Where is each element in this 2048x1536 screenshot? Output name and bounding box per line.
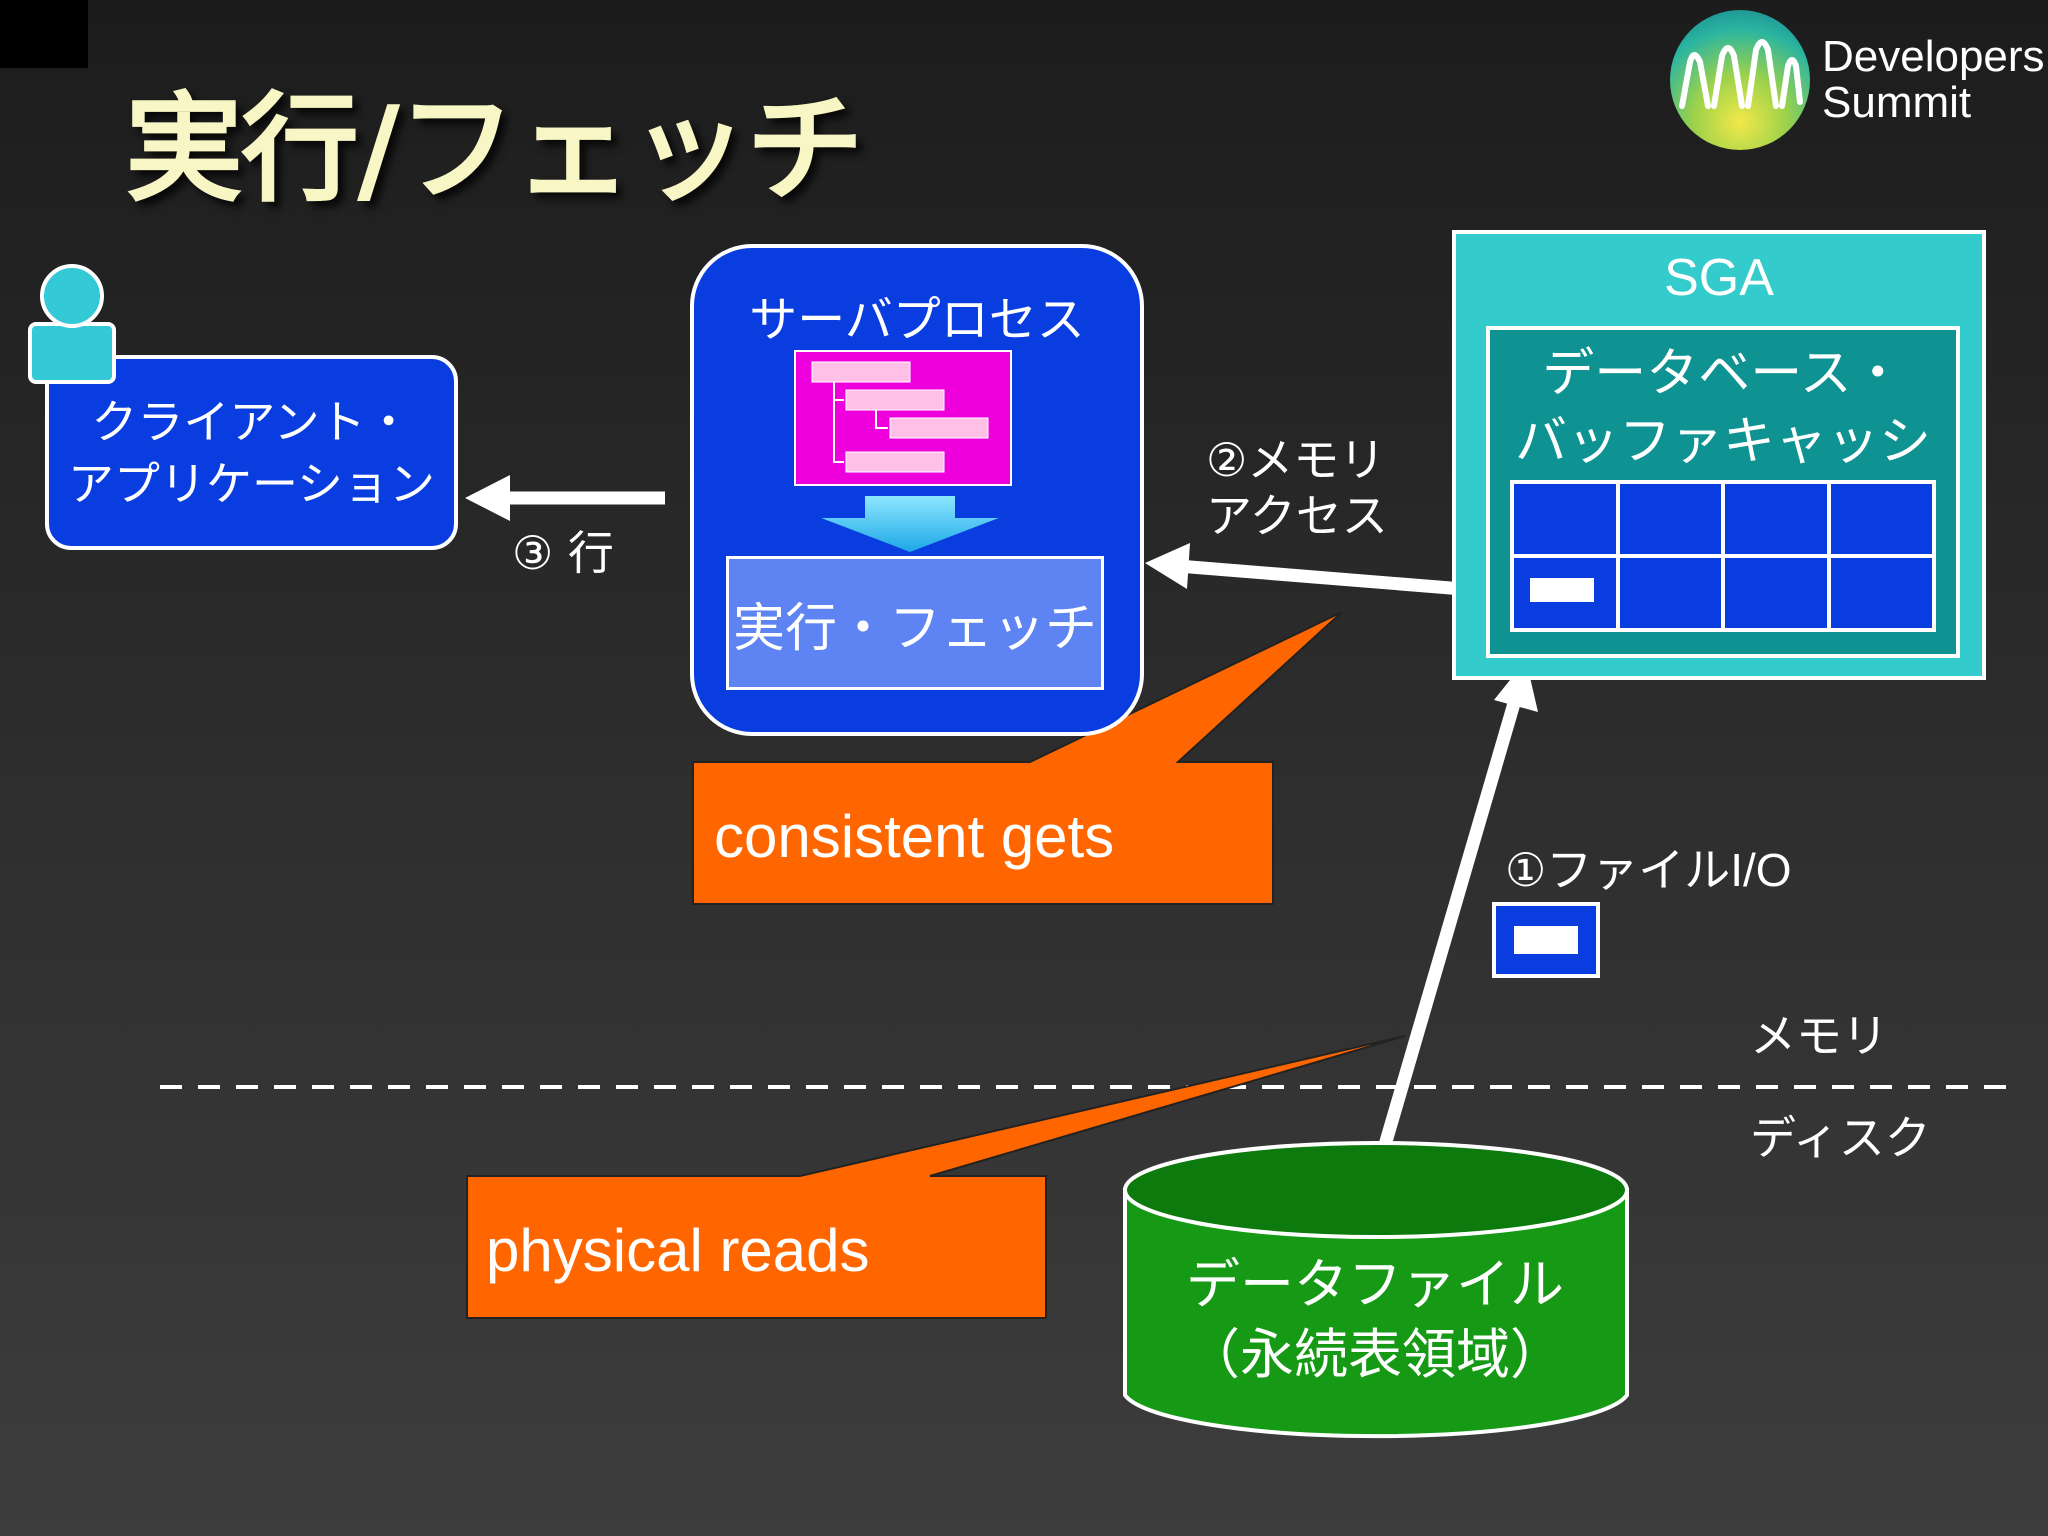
datafile-cylinder — [1123, 1141, 1629, 1439]
process-flow-arrow — [815, 495, 1005, 555]
client-label-line1: クライアント・ — [91, 394, 412, 449]
execute-fetch-box: 実行・フェッチ — [726, 556, 1104, 690]
memory-access-label: ②メモリ アクセス — [1206, 432, 1388, 544]
sga-label: SGA — [1664, 249, 1774, 307]
disk-region-label: ディスク — [1750, 1111, 1931, 1165]
physical-reads-label: physical reads — [486, 1217, 870, 1284]
developers-summit-logo: Developers Summit — [1670, 10, 2045, 150]
consistent-gets-label: consistent gets — [714, 803, 1115, 870]
memory-access-line2: アクセス — [1206, 489, 1388, 543]
slide-title: 実行/フェッチ — [125, 80, 864, 218]
buffer-block — [1619, 558, 1721, 628]
server-process-label: サーバプロセス — [749, 292, 1085, 348]
buffer-block-grid — [1510, 480, 1936, 632]
physical-reads-callout — [466, 1035, 1406, 1319]
buffer-cache-label: データベース・ バッファキャッシュ — [1490, 340, 1956, 544]
row-arrow-head — [465, 475, 510, 521]
memory-access-line1: ②メモリ — [1206, 433, 1386, 487]
sga-box: SGA データベース・ バッファキャッシュ — [1452, 230, 1986, 680]
memory-access-arrow-head — [1145, 543, 1190, 589]
data-block-icon — [1530, 578, 1594, 602]
memory-region-label: メモリ — [1750, 1009, 1888, 1063]
logo-line1: Developers — [1822, 32, 2045, 81]
buffer-block — [1830, 484, 1932, 554]
client-label-line2: アプリケーション — [67, 456, 436, 511]
datafile-line1: データファイル — [1186, 1253, 1564, 1316]
logo-wordmark: Developers Summit — [1822, 34, 2045, 126]
logo-emblem-icon — [1670, 10, 1810, 150]
buffer-block-loaded — [1514, 558, 1616, 628]
buffer-block — [1830, 558, 1932, 628]
file-io-label: ①ファイルI/O — [1505, 844, 1792, 896]
corner-block — [0, 0, 88, 68]
buffer-cache-box: データベース・ バッファキャッシュ — [1486, 326, 1960, 658]
file-io-arrow — [1378, 698, 1522, 1147]
buffer-block — [1725, 558, 1827, 628]
user-icon — [28, 264, 116, 384]
buffer-block — [1514, 484, 1616, 554]
execution-plan-icon — [794, 350, 1012, 486]
logo-line2: Summit — [1822, 78, 1972, 127]
server-process-box: サーバプロセス 実行・フェッチ — [690, 244, 1144, 736]
row-label: ③ 行 — [512, 526, 614, 580]
buffer-block — [1725, 484, 1827, 554]
datafile-label: データファイル （永続表領域） — [1120, 1250, 1630, 1390]
datafile-line2: （永続表領域） — [1186, 1323, 1564, 1386]
consistent-gets-callout — [692, 611, 1343, 905]
buffer-cache-line1: データベース・ — [1542, 344, 1904, 404]
buffer-block — [1619, 484, 1721, 554]
client-application-box: クライアント・ アプリケーション — [45, 355, 458, 550]
memory-access-arrow — [1177, 559, 1501, 599]
io-data-block-icon — [1492, 902, 1600, 978]
